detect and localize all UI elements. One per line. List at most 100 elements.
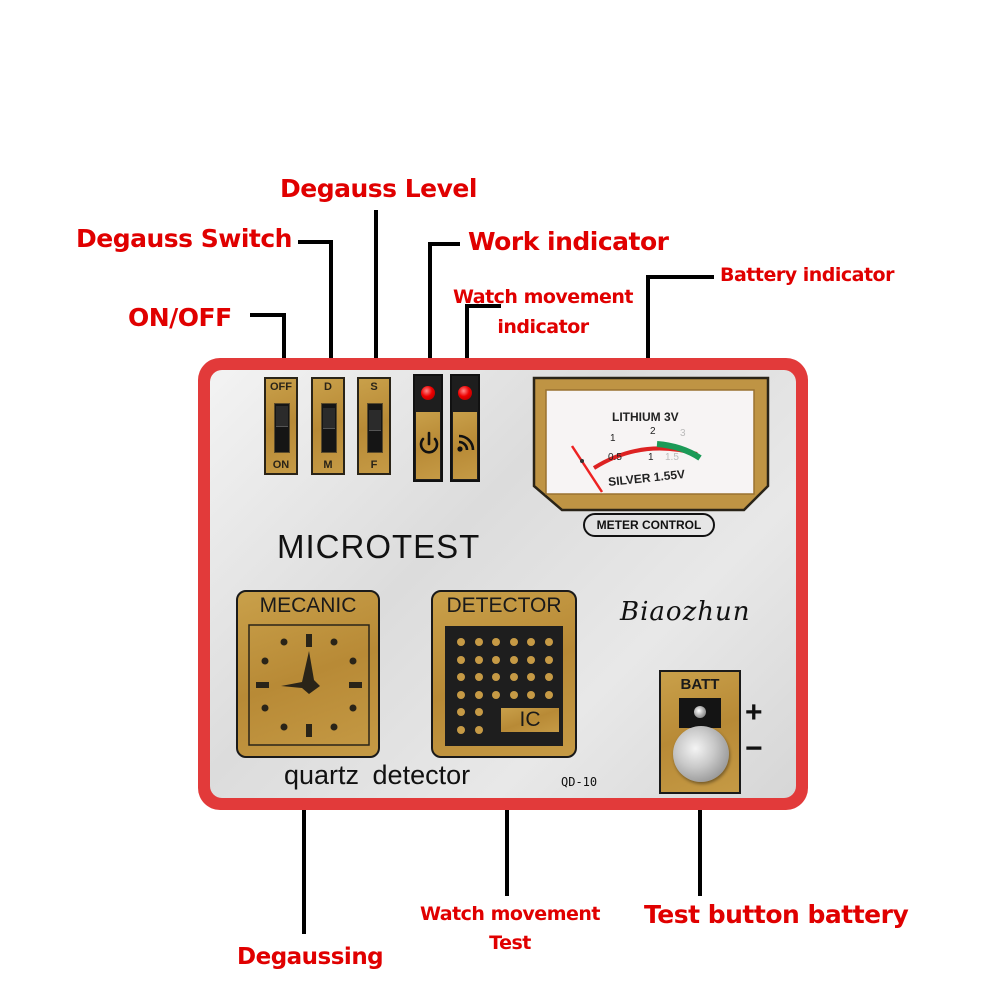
ic-chip-icon: IC (445, 626, 563, 746)
ic-chip-dot (509, 690, 518, 699)
ic-chip-dot (457, 708, 465, 716)
ic-chip-dot (527, 690, 535, 699)
mecanic-button[interactable]: MECANIC (236, 590, 380, 758)
leader-on-off-v (282, 313, 286, 379)
leader-test-button-battery (698, 792, 702, 896)
ic-chip-dot (509, 673, 518, 681)
mecanic-title: MECANIC (259, 594, 357, 617)
switch-degauss-slot (321, 403, 337, 453)
label-degauss-level: Degauss Level (280, 174, 477, 203)
battery-test-button[interactable] (673, 726, 729, 782)
switch-on-off-bottom-label: ON (272, 459, 290, 471)
ic-chip-dot (544, 638, 553, 646)
battery-test-module: BATT (659, 670, 741, 794)
ic-chip-dot (474, 690, 483, 699)
leader-on-off-h (250, 313, 286, 317)
ic-chip-dot (474, 708, 483, 716)
leader-degauss-switch-v (329, 240, 333, 379)
ic-chip-dot (457, 725, 465, 734)
ic-chip-dot (509, 638, 518, 646)
ic-chip-dot (457, 638, 465, 646)
leader-watch-indicator-v (465, 304, 469, 376)
switch-degauss-level-top-label: S (370, 381, 378, 393)
watch-movement-indicator-led (458, 386, 472, 400)
label-watch-movement-indicator-line1: Watch movement (452, 286, 634, 308)
detector-title: DETECTOR (446, 594, 562, 617)
meter-top-tick-1: 1 (610, 433, 616, 444)
leader-watch-movement-test (505, 790, 509, 896)
battery-plus-sign: + (745, 696, 763, 729)
work-indicator (413, 374, 443, 482)
label-work-indicator: Work indicator (468, 227, 669, 256)
label-watch-movement-test-line1: Watch movement (419, 903, 601, 925)
leader-battery-indicator-h (646, 275, 714, 279)
label-on-off: ON/OFF (128, 303, 232, 332)
maker-name: Biaozhun (620, 597, 751, 627)
meter-bottom-tick-2: 1 (648, 452, 654, 463)
ic-chip-dot (544, 673, 553, 681)
battery-meter-graphic (532, 376, 770, 537)
detector-button[interactable]: DETECTOR IC (431, 590, 577, 758)
switch-degauss-level-bottom-label: F (370, 459, 378, 471)
switch-on-off-knob[interactable] (276, 406, 288, 427)
ic-chip-dot (457, 655, 465, 664)
leader-work-indicator-h (428, 242, 460, 246)
meter-bottom-tick-1: 0.5 (608, 452, 622, 463)
ic-chip-dot (492, 638, 500, 646)
ic-chip-dot (544, 655, 553, 664)
switch-degauss-level[interactable]: S F (357, 377, 391, 475)
ic-chip-dot (492, 673, 500, 681)
ic-chip-dot (492, 655, 500, 664)
battery-meter: LITHIUM 3V 1 2 3 0.5 1 1.5 SILVER 1.55V … (532, 376, 772, 542)
watch-movement-indicator-face (453, 412, 477, 479)
label-watch-movement-test: Watch movement Test (400, 900, 620, 958)
watch-movement-indicator (450, 374, 480, 482)
label-battery-indicator: Battery indicator (720, 264, 894, 286)
leader-degauss-level (374, 210, 378, 379)
ic-chip-dot (492, 690, 500, 699)
label-watch-movement-indicator-line2: indicator (497, 316, 589, 338)
meter-top-tick-3: 3 (680, 428, 686, 439)
work-indicator-face (416, 412, 440, 479)
switch-on-off[interactable]: OFF ON (264, 377, 298, 475)
signal-icon (457, 434, 475, 452)
ic-chip-dot (527, 638, 535, 646)
label-degauss-switch: Degauss Switch (76, 224, 292, 253)
battery-minus-sign: − (745, 732, 763, 765)
switch-degauss-knob[interactable] (323, 408, 335, 429)
switch-degauss-top-label: D (324, 381, 332, 393)
leader-battery-indicator-v (646, 275, 650, 377)
label-watch-movement-indicator: Watch movement indicator (438, 282, 648, 342)
meter-control-label: METER CONTROL (596, 518, 702, 532)
ic-chip-dot (527, 655, 535, 664)
meter-top-tick-2: 2 (650, 426, 656, 437)
work-indicator-led (421, 386, 435, 400)
switch-degauss-level-knob[interactable] (369, 410, 381, 431)
switch-degauss[interactable]: D M (311, 377, 345, 475)
switch-degauss-bottom-label: M (323, 459, 333, 471)
brand-name: MICROTEST (277, 528, 481, 565)
label-test-button-battery: Test button battery (644, 900, 909, 929)
switch-on-off-slot (274, 403, 290, 453)
ic-chip-dot (474, 673, 483, 681)
power-icon (419, 431, 439, 454)
switch-on-off-top-label: OFF (270, 381, 292, 393)
ic-chip-dot (474, 725, 483, 734)
ic-chip-dot (457, 673, 465, 681)
clock-icon (248, 624, 370, 746)
leader-degauss-switch-h (298, 240, 333, 244)
ic-chip-dot (474, 655, 483, 664)
ic-chip-label: IC (501, 708, 559, 732)
leader-work-indicator-v (428, 242, 432, 376)
model-number: QD-10 (561, 775, 598, 789)
product-name: quartz detector (284, 760, 471, 790)
ic-chip-dot (544, 690, 553, 699)
battery-contact-pin (694, 706, 706, 718)
label-watch-movement-test-line2: Test (489, 932, 531, 954)
leader-degaussing (302, 796, 306, 934)
ic-chip-dot (474, 638, 483, 646)
leader-watch-indicator-h (465, 304, 501, 308)
switch-degauss-level-slot (367, 403, 383, 453)
meter-top-scale-label: LITHIUM 3V (612, 410, 679, 424)
battery-test-title: BATT (680, 676, 720, 693)
